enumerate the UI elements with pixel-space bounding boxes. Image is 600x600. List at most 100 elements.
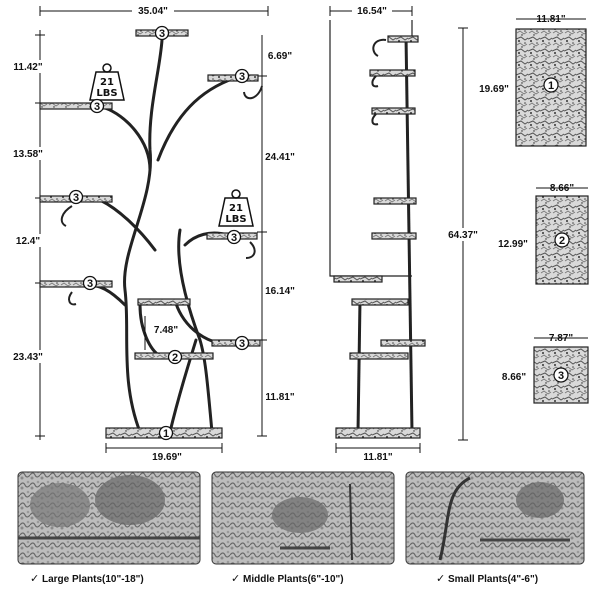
side-shelf [349,352,409,360]
hook-icon [245,241,256,259]
shelf-number-badge: 1 [158,425,174,441]
shelf-size-height: 12.99" [498,239,528,250]
side-shelf [373,197,417,205]
shelf-number-badge: 2 [167,349,183,365]
shelf-size-3: 7.87" 3 8.66" [502,333,589,404]
label-bg [12,60,46,73]
plant-illustration [516,482,564,518]
side-shelves [333,35,426,439]
shelf-number-badge: 3 [234,335,250,351]
caption-middle-plants: Middle Plants(6"-10") [243,574,344,585]
plant-illustration [95,475,165,525]
side-shelf [371,232,417,240]
shelf-size-number: 3 [558,370,564,382]
hook-icon [372,38,387,57]
side-base-label: 11.81" [363,452,392,463]
caption-small-plants: Small Plants(4"-6") [448,574,538,585]
shelf-number-badge: 3 [82,275,98,291]
side-hooks [371,38,387,126]
shelf-size-number: 2 [559,235,565,247]
hook-icon [60,205,73,227]
left-dim-label-3: 12.4" [16,236,40,247]
side-base [335,427,421,439]
label-bg [150,323,182,336]
weight-badge-unit: LBS [96,88,117,99]
weight-badge-unit: LBS [225,214,246,225]
shelf-size-height: 19.69" [479,84,509,95]
shelf-size-badge [543,77,559,93]
photo-middle-plants: ✓ Middle Plants(6"-10") [211,471,395,585]
inner-dim-label: 7.48" [154,325,178,336]
label-bg [441,228,485,241]
shelf-number-text: 3 [94,101,100,113]
shelf-number-badge: 3 [89,98,105,114]
label-bg [352,3,392,17]
label-bg [263,390,297,403]
frame-branch [98,198,157,252]
frame-branch [103,106,152,172]
shelf-number-text: 2 [172,352,178,364]
check-icon: ✓ [30,572,39,585]
label-bg [12,147,46,160]
side-shelf [369,69,416,77]
caption-large-plants: Large Plants(10"-18") [42,574,144,585]
weight-badge-ring [102,63,112,73]
hook-icon [371,113,379,126]
shelf-size-badge [553,367,569,383]
side-shelf [333,275,383,283]
weight-badge: 21 LBS [218,189,254,227]
usage-photos: ✓ Large Plants(10"-18") ✓ Middle Plants(… [17,471,585,585]
photo-small-plants: ✓ Small Plants(4"-6") [405,471,585,585]
left-dim-label-2: 13.58" [13,149,43,160]
photo-small-plants-image [405,471,585,565]
shelf-upper-left [39,102,113,110]
photo-large-plants: ✓ Large Plants(10"-18") [17,471,201,585]
shelf-number-badge: 3 [234,68,250,84]
shelf-size-width: 7.87" [549,333,573,344]
plant-illustration [30,483,90,527]
frame-branch [156,76,237,162]
check-icon: ✓ [436,572,445,585]
check-icon: ✓ [231,572,240,585]
weight-badge-value: 21 [100,77,114,88]
weight-badge-shape [89,71,125,101]
label-bg [12,350,46,363]
shelf-number-text: 1 [163,428,169,440]
label-bg [12,234,46,247]
side-post [356,299,362,433]
left-dim-label-4: 23.43" [13,352,43,363]
hook-icon [371,75,379,88]
label-bg [263,284,297,297]
frame-branch [123,38,164,434]
label-bg [360,451,396,463]
shelf-size-number: 1 [548,80,554,92]
shelf-size-badge [554,232,570,248]
side-width-label: 16.54" [357,6,387,17]
shelf-number-text: 3 [159,28,165,40]
shelf-number-text: 3 [87,278,93,290]
label-bg [263,49,297,62]
shelf-number-badge: 3 [226,229,242,245]
side-shelf [351,298,409,306]
weight-badge-value: 21 [229,203,243,214]
side-shelf [380,339,426,347]
shelf-size-width: 11.81" [536,14,565,25]
front-view: 35.04" 11.42" 13.58" 12.4" 23.43" 6.69" … [12,3,297,463]
frame-branch [173,298,237,347]
shelf-number-text: 3 [239,71,245,83]
label-bg [150,451,184,463]
front-width-label-bg [132,3,174,17]
side-shelf [387,35,419,43]
shelf-upper-right [207,74,259,82]
right-dim-label-3: 16.14" [265,286,295,297]
shelf-size-2: 8.66" 2 12.99" [498,183,589,285]
frame-branch [177,228,214,434]
frame-illustration [349,483,353,561]
left-dim-label-1: 11.42" [13,62,42,73]
side-shelf [371,107,416,115]
side-view: 16.54" 64.37" [329,3,485,463]
plant-illustration [272,497,328,533]
weight-badge-shape [218,197,254,227]
side-height-label: 64.37" [448,230,478,241]
